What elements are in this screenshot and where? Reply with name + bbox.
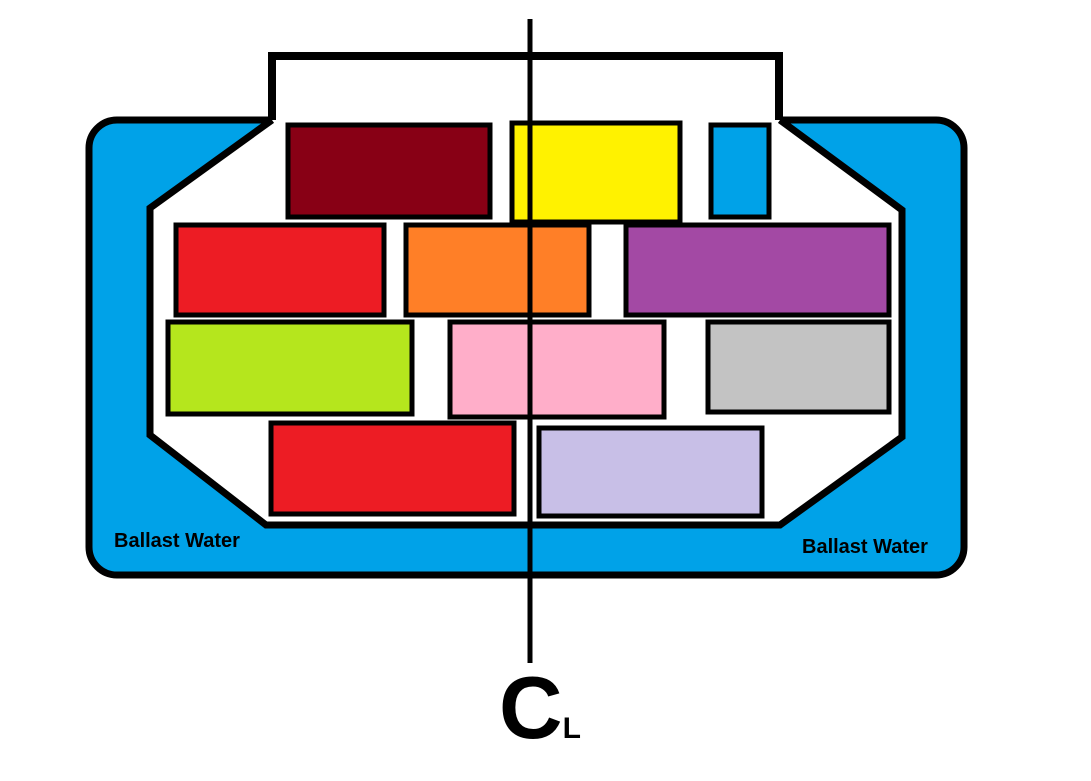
tank-yellow bbox=[509, 120, 683, 225]
centerline-letter-c: C bbox=[499, 658, 563, 757]
tank-dark-red bbox=[285, 122, 493, 220]
tank-pink bbox=[447, 319, 667, 420]
hatch-coaming bbox=[268, 52, 783, 128]
tank-red-lower bbox=[268, 420, 517, 517]
centerline-letter-l-subscript: L bbox=[562, 712, 581, 745]
tank-purple bbox=[623, 222, 892, 318]
tank-lime-green bbox=[165, 319, 415, 417]
tank-lavender bbox=[536, 425, 765, 519]
tank-red-upper bbox=[173, 222, 387, 318]
tank-blue-small bbox=[708, 122, 772, 220]
ballast-water-label-left: Ballast Water bbox=[114, 530, 240, 552]
tank-gray bbox=[705, 319, 892, 415]
centerline-label: CL bbox=[499, 664, 581, 752]
ballast-water-label-right: Ballast Water bbox=[802, 536, 928, 558]
tank-orange bbox=[403, 222, 592, 318]
